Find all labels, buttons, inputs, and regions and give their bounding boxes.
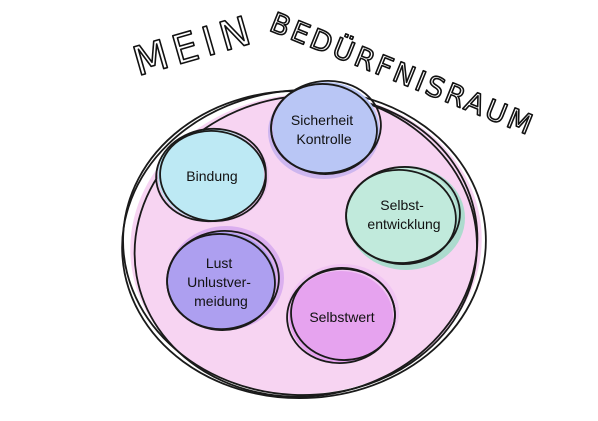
node-sicherheit-line-2: Kontrolle [296, 131, 351, 147]
node-selbstwert-fill [289, 271, 393, 363]
node-sicherheit-fill [273, 82, 379, 174]
node-selbstentwicklung-fill [347, 167, 457, 263]
node-selbstentwicklung-outline-2 [345, 168, 457, 266]
node-selbstentwicklung-label: Selbst- entwicklung [367, 197, 440, 232]
title-left-word: MEIN [128, 7, 261, 86]
node-sicherheit-label: Sicherheit Kontrolle [291, 112, 357, 147]
outer-space-outline-3 [133, 94, 479, 398]
node-bindung-label: Bindung [186, 168, 237, 184]
node-selbstwert-label: Selbstwert [309, 309, 374, 325]
node-lust-fill [168, 232, 276, 330]
node-selbstwert-outline-2 [290, 267, 396, 361]
node-lust-outline-2 [166, 233, 276, 331]
node-lust: Lust Unlustver- meidung [166, 226, 284, 331]
node-sicherheit-line-1: Sicherheit [291, 112, 353, 128]
node-selbstwert-line-1: Selbstwert [309, 309, 374, 325]
node-selbstentwicklung-line-1: Selbst- [380, 197, 424, 213]
node-bindung-fill [158, 129, 264, 221]
node-selbstentwicklung-line-2: entwicklung [367, 216, 440, 232]
node-sicherheit: Sicherheit Kontrolle [268, 79, 382, 179]
node-bindung-line-1: Bindung [186, 168, 237, 184]
node-selbstentwicklung: Selbst- entwicklung [345, 166, 465, 270]
node-lust-line-2: Unlustver- [187, 274, 251, 290]
node-bindung-outline-2 [159, 130, 267, 222]
node-lust-label: Lust Unlustver- meidung [187, 255, 255, 309]
node-sicherheit-outline-2 [270, 83, 378, 175]
node-bindung: Bindung [155, 127, 269, 223]
node-selbstwert: Selbstwert [286, 264, 399, 364]
node-lust-line-1: Lust [206, 255, 233, 271]
node-lust-line-3: meidung [194, 293, 248, 309]
